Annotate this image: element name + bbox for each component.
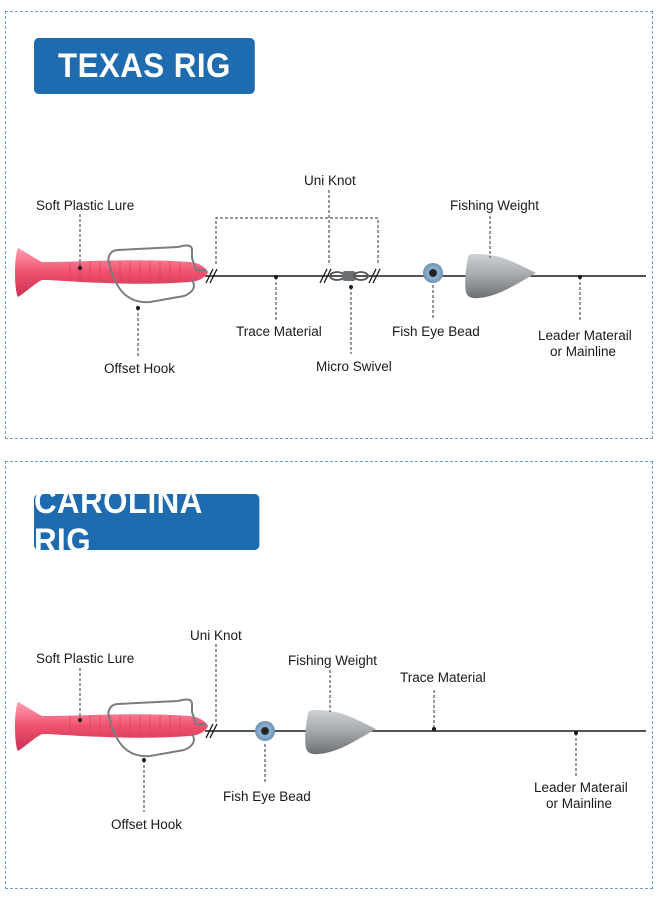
texas-fish-eye-bead	[423, 263, 443, 283]
texas-label-uni-knot: Uni Knot	[304, 173, 356, 188]
texas-label-fishing-weight: Fishing Weight	[450, 198, 539, 213]
texas-knot-lure	[205, 268, 218, 284]
texas-rig-title: TEXAS RIG	[34, 38, 255, 94]
carolina-rig-panel	[5, 461, 653, 889]
carolina-label-fishing-weight: Fishing Weight	[288, 653, 377, 668]
texas-uni-knot-bracket	[215, 190, 379, 264]
carolina-label-fish-eye-bead: Fish Eye Bead	[223, 789, 311, 804]
carolina-label-trace-material: Trace Material	[400, 670, 486, 685]
texas-fishing-weight	[465, 253, 536, 299]
carolina-label-offset-hook: Offset Hook	[111, 817, 182, 832]
carolina-fishing-weight	[305, 709, 376, 755]
texas-micro-swivel	[319, 268, 381, 284]
carolina-fish-eye-bead	[255, 721, 275, 741]
carolina-label-uni-knot: Uni Knot	[190, 628, 242, 643]
texas-label-soft-plastic-lure: Soft Plastic Lure	[36, 198, 134, 213]
texas-offset-hook	[107, 244, 206, 304]
carolina-label-leader-line2: or Mainline	[546, 796, 612, 811]
carolina-knot-lure	[205, 723, 218, 739]
texas-rig-panel	[5, 11, 653, 439]
texas-label-leader-line2: or Mainline	[550, 344, 616, 359]
texas-rig: Soft Plastic Lure Uni Knot Fishing Weigh…	[15, 173, 646, 376]
carolina-offset-hook	[107, 698, 206, 758]
texas-label-trace-material: Trace Material	[236, 324, 322, 339]
carolina-label-soft-plastic-lure: Soft Plastic Lure	[36, 651, 134, 666]
carolina-label-leader-line1: Leader Materail	[534, 780, 628, 795]
carolina-rig: Uni Knot Soft Plastic Lure Fishing Weigh…	[15, 628, 646, 832]
texas-label-fish-eye-bead: Fish Eye Bead	[392, 324, 480, 339]
texas-label-leader-line1: Leader Materail	[538, 328, 632, 343]
texas-label-offset-hook: Offset Hook	[104, 361, 175, 376]
texas-label-micro-swivel: Micro Swivel	[316, 359, 392, 374]
